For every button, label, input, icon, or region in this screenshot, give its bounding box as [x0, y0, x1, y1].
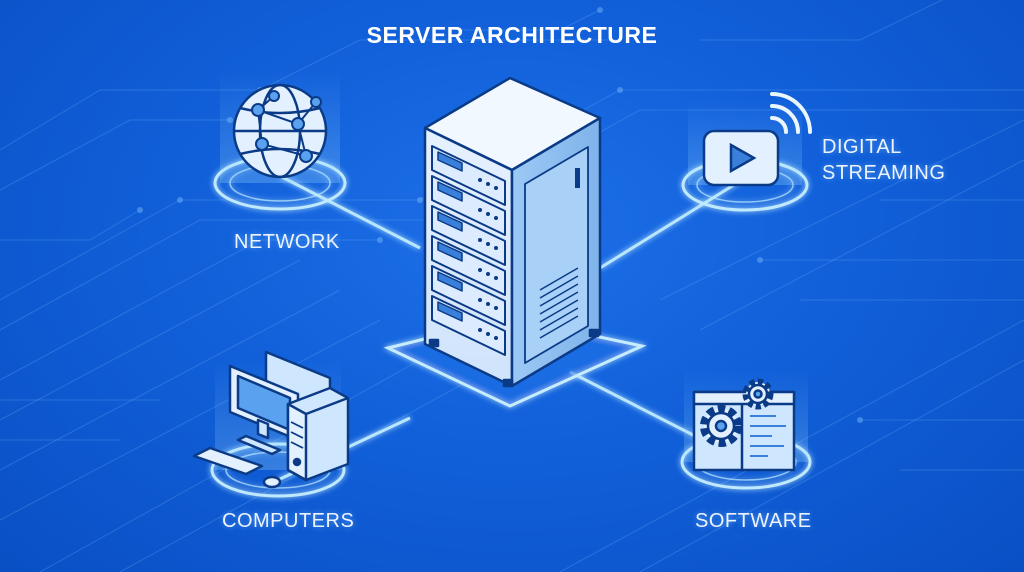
node-label-network: NETWORK [234, 231, 340, 253]
line-streaming [599, 176, 746, 270]
node-label-streaming-line2: STREAMING [822, 162, 946, 184]
globe-network-icon [232, 83, 328, 179]
node-label-streaming: DIGITAL STREAMING [822, 134, 945, 186]
line-network [279, 174, 421, 250]
server-rack [423, 76, 602, 388]
node-label-streaming-line1: DIGITAL [822, 136, 902, 158]
desktop-computer-icon [192, 350, 350, 489]
diagram-title: SERVER ARCHITECTURE [366, 22, 658, 48]
software-gears-icon [692, 378, 796, 472]
node-label-computers: COMPUTERS [222, 510, 355, 532]
play-stream-icon [702, 92, 812, 187]
node-label-software: SOFTWARE [695, 510, 812, 532]
